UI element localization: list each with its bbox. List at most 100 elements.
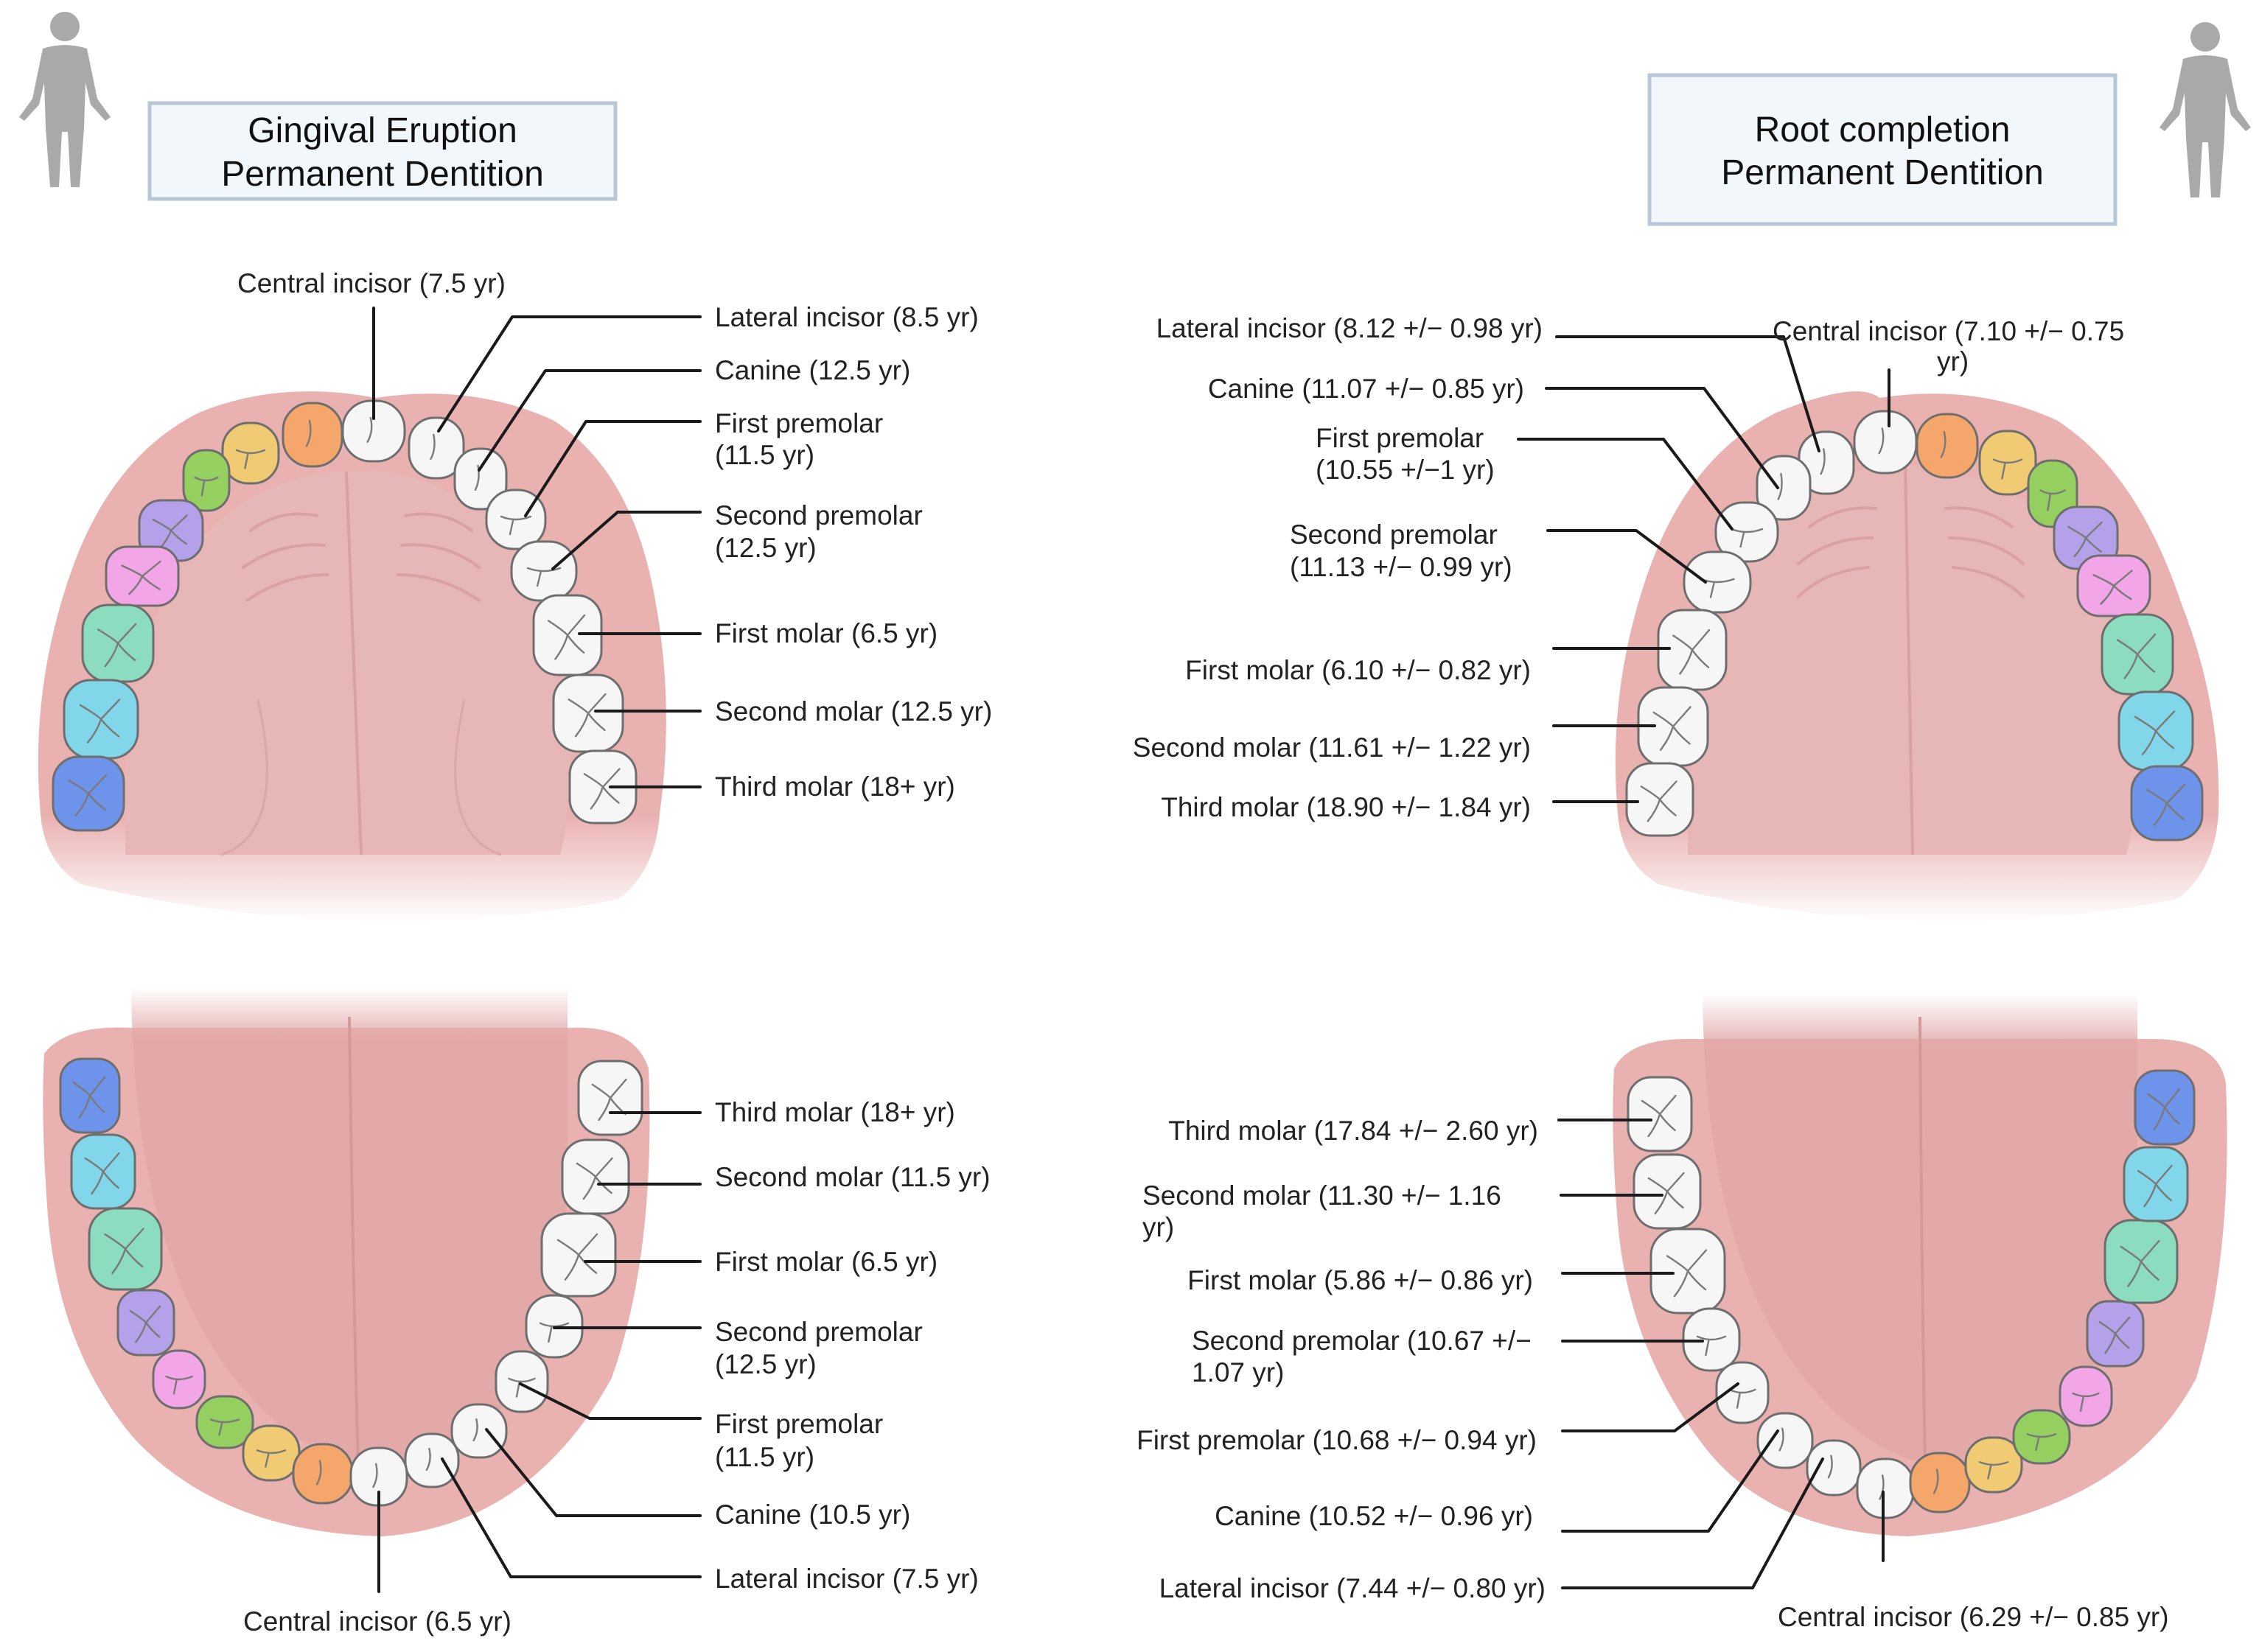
label-root-lower-canine: Canine (10.52 +/− 0.96 yr)	[1215, 1501, 1533, 1531]
tooth-upper-left-second-molar	[552, 673, 624, 753]
tooth-upper-right-third-molar	[1625, 762, 1694, 837]
leader-eruption-lower-lateral-incisor	[441, 1457, 702, 1578]
tooth-upper-right-colored-extra-blue	[2130, 765, 2204, 841]
label-root-upper-second-premolar-age: (11.13 +/− 0.99 yr)	[1290, 552, 1512, 582]
title-right-line1: Root completion	[1755, 111, 2011, 150]
tooth-upper-right-colored-second-molar	[2076, 554, 2151, 617]
tooth-upper-left-colored-extra-blue	[52, 755, 125, 832]
tooth-upper-right-colored-third-molar	[2101, 613, 2174, 696]
label-eruption-lower-canine: Canine (10.5 yr)	[715, 1499, 910, 1530]
label-eruption-upper-canine: Canine (12.5 yr)	[715, 355, 910, 385]
label-eruption-lower-second-molar: Second molar (11.5 yr)	[715, 1162, 991, 1192]
label-root-lower-second-molar-unit: yr)	[1142, 1212, 1174, 1242]
leader-eruption-lower-canine	[485, 1428, 702, 1517]
labels-root-lower: Third molar (17.84 +/− 2.60 yr) Second m…	[1137, 1116, 2168, 1632]
label-eruption-lower-lateral-incisor: Lateral incisor (7.5 yr)	[715, 1564, 979, 1594]
tooth-upper-left-lateral-incisor	[408, 416, 465, 480]
label-root-upper-third-molar: Third molar (18.90 +/− 1.84 yr)	[1161, 792, 1531, 822]
label-root-upper-second-premolar: Second premolar	[1290, 519, 1498, 550]
tooth-upper-right-central-incisor	[1853, 410, 1918, 475]
label-root-upper-first-premolar-age: (10.55 +/−1 yr)	[1316, 455, 1495, 485]
tooth-upper-right-second-premolar	[1683, 550, 1752, 614]
tooth-lower-right-colored-first-premolar	[1964, 1436, 2023, 1494]
human-figure-icon	[19, 12, 111, 187]
label-eruption-lower-second-premolar: Second premolar	[715, 1317, 923, 1347]
tooth-lower-right-colored-extra-blue	[2134, 1069, 2196, 1146]
leader-eruption-lower-first-premolar	[519, 1382, 702, 1420]
tooth-lower-left-colored-third-molar	[88, 1207, 163, 1291]
tooth-lower-left-colored-second-premolar	[195, 1395, 254, 1449]
tooth-lower-right-colored-second-premolar	[2012, 1409, 2071, 1465]
label-eruption-upper-second-molar: Second molar (12.5 yr)	[715, 696, 992, 727]
tooth-upper-right-first-premolar	[1714, 501, 1779, 563]
tooth-upper-right-colored-extra-cyan	[2117, 690, 2194, 771]
tooth-upper-left-colored-first-premolar	[221, 421, 280, 485]
label-eruption-upper-first-premolar-age: (11.5 yr)	[715, 440, 814, 470]
label-root-lower-first-premolar: First premolar (10.68 +/− 0.94 yr)	[1137, 1425, 1537, 1455]
tooth-lower-left-canine	[450, 1403, 508, 1459]
tooth-upper-left-first-premolar	[485, 489, 547, 550]
leader-root-lower-canine	[1561, 1429, 1779, 1533]
label-root-upper-first-molar: First molar (6.10 +/− 0.82 yr)	[1185, 655, 1531, 685]
label-eruption-upper-second-premolar-age: (12.5 yr)	[715, 533, 817, 563]
label-eruption-upper-lateral-incisor: Lateral incisor (8.5 yr)	[715, 302, 979, 332]
label-eruption-lower-first-molar: First molar (6.5 yr)	[715, 1247, 938, 1277]
teeth-layer	[52, 399, 2204, 1519]
tooth-lower-left-colored-second-molar	[152, 1349, 206, 1410]
leader-eruption-upper-first-premolar	[524, 420, 702, 517]
tooth-upper-right-colored-first-premolar	[1978, 430, 2037, 496]
title-box-right: Root completion Permanent Dentition	[1647, 73, 2117, 226]
label-eruption-lower-first-premolar-age: (11.5 yr)	[715, 1442, 814, 1472]
leader-eruption-upper-lateral-incisor	[437, 315, 702, 433]
tooth-upper-left-colored-second-molar	[105, 545, 180, 607]
label-eruption-upper-central-incisor: Central incisor (7.5 yr)	[237, 268, 506, 298]
tooth-upper-right-colored-canine	[1916, 413, 1979, 479]
leader-lines	[372, 307, 1890, 1593]
leader-root-upper-second-premolar	[1546, 529, 1707, 584]
tooth-lower-left-colored-canine	[292, 1443, 354, 1505]
title-left-line1: Gingival Eruption	[248, 111, 517, 150]
leader-root-upper-lateral-incisor	[1555, 335, 1820, 452]
label-eruption-lower-third-molar: Third molar (18+ yr)	[715, 1097, 955, 1127]
human-figure-icon	[2160, 22, 2251, 197]
tooth-upper-right-colored-first-molar	[2053, 505, 2119, 570]
label-root-lower-first-molar: First molar (5.86 +/− 0.86 yr)	[1187, 1265, 1533, 1295]
tooth-lower-left-third-molar	[577, 1060, 643, 1136]
labels-root-upper: Lateral incisor (8.12 +/− 0.98 yr) Centr…	[1133, 313, 2124, 822]
label-root-lower-central-incisor: Central incisor (6.29 +/− 0.85 yr)	[1778, 1602, 2169, 1632]
leader-eruption-upper-canine	[478, 369, 702, 472]
tooth-lower-left-first-premolar	[495, 1350, 549, 1413]
tooth-lower-right-canine	[1756, 1412, 1814, 1469]
label-root-upper-lateral-incisor: Lateral incisor (8.12 +/− 0.98 yr)	[1156, 313, 1543, 343]
tooth-lower-right-first-molar	[1649, 1228, 1726, 1315]
tooth-upper-left-central-incisor	[341, 399, 406, 463]
tooth-lower-right-lateral-incisor	[1806, 1439, 1862, 1497]
tooth-lower-left-colored-first-molar	[116, 1289, 175, 1357]
label-root-lower-second-premolar: Second premolar (10.67 +/−	[1192, 1326, 1532, 1356]
label-root-upper-central-incisor: Central incisor (7.10 +/− 0.75	[1773, 316, 2124, 346]
tooth-upper-left-colored-third-molar	[81, 603, 155, 683]
tooth-lower-right-colored-canine	[1909, 1452, 1971, 1513]
title-left-line2: Permanent Dentition	[221, 155, 544, 194]
tooth-lower-right-colored-second-molar	[2059, 1365, 2113, 1427]
tooth-upper-left-colored-extra-cyan	[63, 679, 139, 760]
title-right-line2: Permanent Dentition	[1721, 153, 2044, 192]
label-eruption-upper-first-premolar: First premolar	[715, 408, 883, 438]
tooth-upper-left-second-premolar	[510, 540, 578, 602]
tooth-lower-left-lateral-incisor	[404, 1432, 460, 1488]
tooth-lower-left-colored-extra-cyan	[70, 1133, 136, 1210]
leader-root-upper-first-premolar	[1517, 438, 1733, 531]
tooth-lower-right-colored-third-molar	[2103, 1219, 2179, 1304]
tooth-lower-right-first-premolar	[1715, 1361, 1770, 1424]
label-root-upper-first-premolar: First premolar	[1316, 423, 1484, 453]
label-root-upper-central-incisor-unit: yr)	[1937, 346, 1969, 377]
labels-eruption-lower: Third molar (18+ yr) Second molar (11.5 …	[243, 1097, 991, 1637]
label-root-lower-second-molar: Second molar (11.30 +/− 1.16	[1142, 1180, 1501, 1211]
label-eruption-lower-central-incisor: Central incisor (6.5 yr)	[243, 1606, 511, 1637]
tooth-lower-left-first-molar	[540, 1212, 617, 1298]
label-root-upper-second-molar: Second molar (11.61 +/− 1.22 yr)	[1133, 732, 1531, 763]
leader-root-lower-first-premolar	[1561, 1382, 1739, 1432]
label-eruption-lower-second-premolar-age: (12.5 yr)	[715, 1349, 817, 1379]
leader-root-lower-lateral-incisor	[1561, 1457, 1824, 1589]
tooth-lower-right-central-incisor	[1856, 1457, 1915, 1519]
